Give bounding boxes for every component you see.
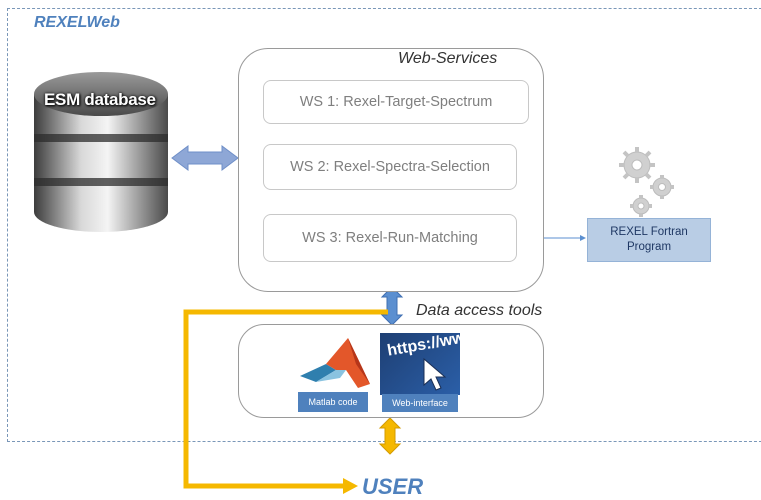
ws2-spectra-selection-box[interactable]: WS 2: Rexel-Spectra-Selection: [263, 144, 517, 190]
rexel-fortran-program-box[interactable]: REXEL Fortran Program: [587, 218, 711, 262]
matlab-logo-icon: [300, 338, 370, 388]
db-ws-double-arrow: [171, 145, 239, 171]
user-arrowhead: [343, 478, 358, 494]
browser-cursor-icon: [380, 333, 460, 395]
gears-icon: [619, 147, 674, 217]
matlab-code-link[interactable]: Matlab code: [298, 392, 368, 412]
ws-tools-double-arrow: [380, 286, 404, 326]
rexelweb-boundary: [7, 8, 761, 442]
web-interface-link[interactable]: Web-interface: [382, 394, 458, 412]
database-icon: [34, 72, 168, 232]
user-label: USER: [362, 474, 424, 499]
app-title: REXELWeb: [34, 14, 120, 31]
fortran-label-line1: REXEL Fortran: [610, 226, 688, 238]
web-services-title: Web-Services: [398, 50, 498, 67]
data-access-tools-title: Data access tools: [416, 302, 543, 319]
fortran-label-line2: Program: [626, 241, 672, 253]
database-label: ESM database: [44, 90, 156, 109]
ws1-target-spectrum-box[interactable]: WS 1: Rexel-Target-Spectrum: [263, 80, 529, 124]
user-flow-arrow: [183, 309, 388, 489]
ws3-run-matching-box[interactable]: WS 3: Rexel-Run-Matching: [263, 214, 517, 262]
tools-user-double-arrow: [378, 417, 402, 455]
